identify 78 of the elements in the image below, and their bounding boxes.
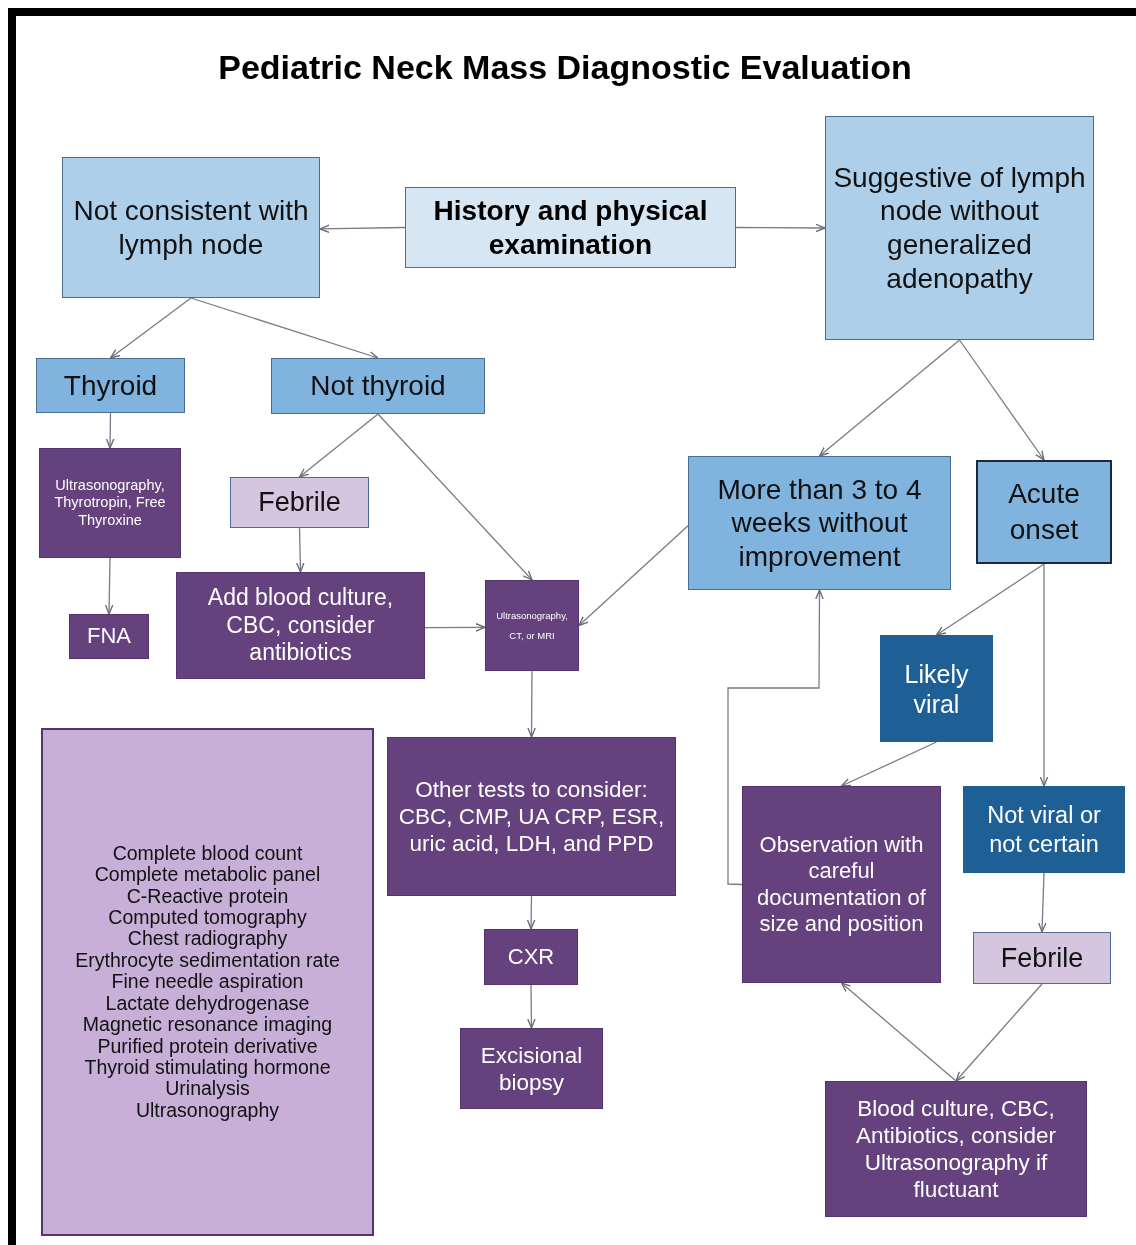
arrow (1038, 872, 1047, 933)
arrow (735, 223, 826, 233)
node-label: Febrile (1000, 941, 1084, 975)
arrow (526, 895, 536, 930)
abbreviation-list-box (41, 728, 374, 1236)
condition-box (973, 932, 1111, 984)
arrow (105, 412, 115, 449)
action-box (69, 614, 149, 659)
node-label: Acute onset (1007, 476, 1081, 547)
node-label: Lactate dehydrogenase (105, 992, 310, 1015)
process-box (976, 460, 1112, 564)
arrow (377, 413, 533, 581)
action-box (387, 737, 676, 896)
diagram-title: Pediatric Neck Mass Diagnostic Evaluation (217, 48, 913, 87)
process-box (688, 456, 951, 590)
node-label: Not consistent with lymph node (72, 193, 310, 262)
node-label: Blood culture, CBC, Antibiotics, consider Ultrasonography if fluctuant (854, 1095, 1058, 1203)
action-box (485, 580, 579, 671)
action-box (742, 786, 941, 983)
node-label: Likely viral (903, 658, 970, 719)
action-box (484, 929, 578, 985)
arrow (190, 297, 379, 360)
node-label: Magnetic resonance imaging (82, 1014, 333, 1036)
process-box (825, 116, 1094, 340)
node-label: Add blood culture, CBC, consider antibiotics (206, 584, 395, 667)
node-label: Purified protein derivative (97, 1035, 318, 1058)
node-label: Erythrocyte sedimentation rate (75, 949, 340, 972)
node-label: CXR (507, 943, 555, 971)
process-box (36, 358, 185, 413)
node-label: Urinalysis (165, 1078, 250, 1100)
node-label: Suggestive of lymph node without generalized adenopathy (832, 160, 1087, 296)
arrow (818, 339, 961, 457)
node-label: Ultrasonography, Thyrotropin, Free Thyroxine (53, 476, 167, 530)
arrow (527, 670, 536, 738)
action-box (825, 1081, 1087, 1217)
action-box (460, 1028, 603, 1109)
decision-box (963, 786, 1125, 873)
node-label: Ultrasonography, CT, or MRI (495, 608, 569, 643)
arrow (955, 983, 1043, 1082)
action-box (176, 572, 425, 679)
node-label: Complete blood count (112, 842, 303, 865)
node-label: Complete metabolic panel (94, 864, 321, 886)
arrow (298, 413, 379, 478)
process-box (62, 157, 320, 298)
node-label: Computed tomography (108, 906, 307, 929)
node-label: Febrile (258, 486, 341, 519)
node-label: Not viral or not certain (986, 801, 1102, 858)
node-label: Observation with careful documentation of size and position (756, 831, 927, 938)
arrow (109, 297, 192, 359)
arrow (527, 984, 536, 1029)
condition-box (230, 477, 369, 528)
arrow (104, 557, 114, 615)
node-label: Ultrasonography (135, 1099, 280, 1122)
decision-box (880, 635, 993, 742)
action-box (39, 448, 181, 558)
node-label: More than 3 to 4 weeks without improvement (716, 472, 923, 574)
process-box (271, 358, 485, 414)
node-label: Fine needle aspiration (111, 971, 304, 993)
arrow (319, 224, 406, 234)
arrow (935, 563, 1045, 636)
node-label: Thyroid stimulating hormone (84, 1057, 331, 1079)
node-label: Other tests to consider: CBC, CMP, UA CRP, ESR, uric acid, LDH, and PPD (397, 776, 666, 857)
node-label: C-Reactive protein (126, 885, 289, 907)
arrow (727, 589, 824, 886)
node-label: Not thyroid (310, 369, 446, 403)
arrow (578, 525, 689, 627)
node-label: History and physical examination (432, 193, 709, 262)
node-label: Excisional biopsy (479, 1041, 584, 1096)
arrow (295, 527, 305, 573)
node-label: FNA (87, 623, 131, 650)
arrow (1039, 563, 1049, 787)
start-box (405, 187, 736, 268)
node-label: Thyroid (63, 368, 158, 403)
node-label: Chest radiography (127, 928, 288, 950)
arrow (424, 623, 486, 632)
arrow (958, 339, 1045, 461)
arrow (840, 982, 957, 1082)
arrow (840, 741, 938, 787)
